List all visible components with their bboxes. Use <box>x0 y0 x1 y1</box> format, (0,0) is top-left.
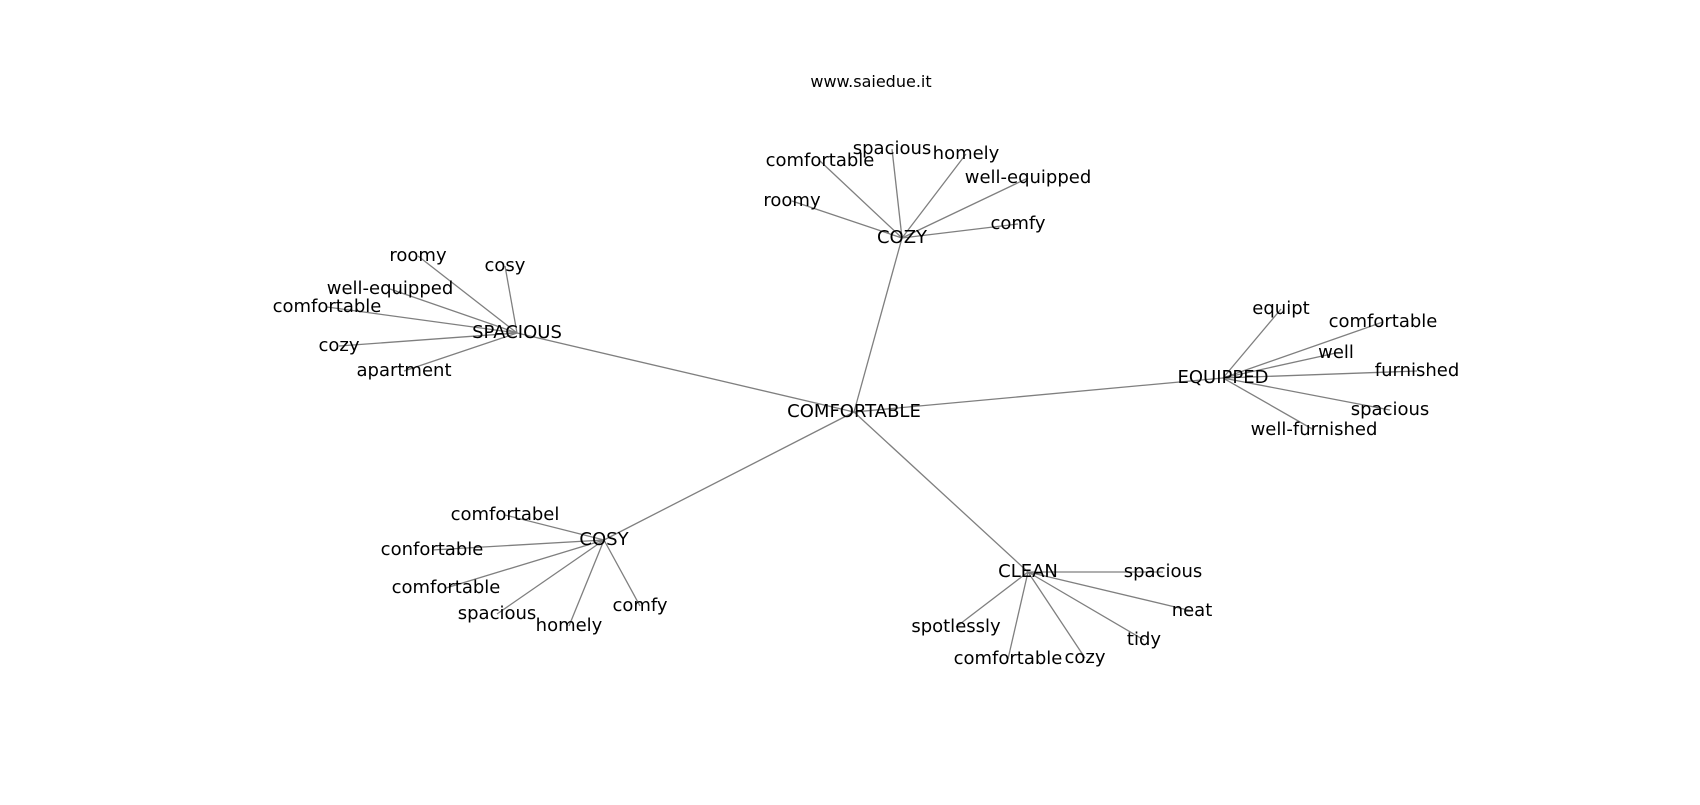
edge-root-cozy <box>853 237 903 413</box>
leaf-node-label: roomy <box>389 245 447 266</box>
edge-equipped-equipt <box>1222 308 1282 379</box>
edge-clean-tidy <box>1027 571 1145 641</box>
leaf-node-label: confortable <box>381 539 484 560</box>
edge-equipped-comfortable <box>1222 321 1384 379</box>
edge-cosy-comfortable <box>445 539 605 589</box>
edge-cozy-well-equipped <box>901 177 1029 239</box>
root-node-label: COMFORTABLE <box>787 401 921 422</box>
watermark: www.saiedue.it <box>810 72 932 91</box>
leaf-node-label: spotlessly <box>911 616 1001 637</box>
leaf-node-label: comfortable <box>392 577 501 598</box>
hub-node-label: SPACIOUS <box>472 322 562 343</box>
edge-cozy-comfy <box>901 223 1019 239</box>
edge-root-equipped <box>853 377 1224 413</box>
leaf-node-label: homely <box>536 615 603 636</box>
leaf-node-label: equipt <box>1252 298 1309 319</box>
leaf-node-label: comfy <box>990 213 1045 234</box>
edge-spacious-well-equipped <box>389 288 518 334</box>
leaf-node-label: cosy <box>485 255 526 276</box>
leaf-node-label: spacious <box>1351 399 1430 420</box>
leaf-node-label: well-equipped <box>327 278 454 299</box>
edge-clean-spotlessly <box>955 571 1029 628</box>
leaf-node-label: homely <box>933 143 1000 164</box>
edge-layer <box>326 148 1418 660</box>
leaf-node-label: roomy <box>763 190 821 211</box>
leaf-node-label: comfortabel <box>451 504 560 525</box>
hub-node-label: COSY <box>579 529 629 550</box>
edge-equipped-furnished <box>1222 370 1418 379</box>
edge-spacious-apartment <box>403 332 518 372</box>
edge-equipped-well-furnished <box>1222 377 1315 431</box>
edge-equipped-spacious <box>1222 377 1391 411</box>
leaf-node-label: spacious <box>1124 561 1203 582</box>
leaf-node-label: cozy <box>318 335 359 356</box>
edge-spacious-comfortable <box>326 306 518 334</box>
leaf-node-label: well-equipped <box>965 167 1092 188</box>
edge-root-clean <box>853 411 1029 573</box>
edge-clean-cozy <box>1027 571 1086 659</box>
leaf-node-label: tidy <box>1127 629 1161 650</box>
leaf-node-label: cozy <box>1064 647 1105 668</box>
leaf-node-label: well-furnished <box>1251 419 1378 440</box>
edge-clean-neat <box>1027 571 1193 612</box>
leaf-node-label: furnished <box>1375 360 1460 381</box>
edge-spacious-roomy <box>417 255 518 334</box>
leaf-node-label: apartment <box>356 360 451 381</box>
edge-spacious-cosy <box>504 265 518 334</box>
edge-cozy-roomy <box>791 200 903 239</box>
edge-cozy-comfortable <box>819 160 903 239</box>
hub-node-label: CLEAN <box>998 561 1058 582</box>
edge-root-cosy <box>603 411 855 541</box>
edge-cosy-comfortabel <box>504 514 605 541</box>
leaf-node-label: well <box>1318 342 1354 363</box>
leaf-node-label: spacious <box>458 603 537 624</box>
leaf-node-label: comfortable <box>273 296 382 317</box>
leaf-node-label: spacious <box>853 138 932 159</box>
leaf-node-label: neat <box>1172 600 1213 621</box>
leaf-node-label: comfy <box>612 595 667 616</box>
leaf-node-label: comfortable <box>766 150 875 171</box>
edge-cosy-confortable <box>431 539 605 551</box>
edge-clean-comfortable <box>1007 571 1029 660</box>
hub-node-label: EQUIPPED <box>1178 367 1269 388</box>
hub-node-label: COZY <box>877 227 928 248</box>
edge-cozy-homely <box>901 153 967 239</box>
edge-spacious-cozy <box>338 332 518 347</box>
edge-cozy-spacious <box>891 148 903 239</box>
leaf-node-label: comfortable <box>1329 311 1438 332</box>
edge-cosy-spacious <box>496 539 605 615</box>
leaf-node-label: comfortable <box>954 648 1063 669</box>
edge-root-spacious <box>516 332 855 413</box>
edge-cosy-homely <box>568 539 605 627</box>
edge-equipped-well <box>1222 352 1337 379</box>
edge-cosy-comfy <box>603 539 641 607</box>
